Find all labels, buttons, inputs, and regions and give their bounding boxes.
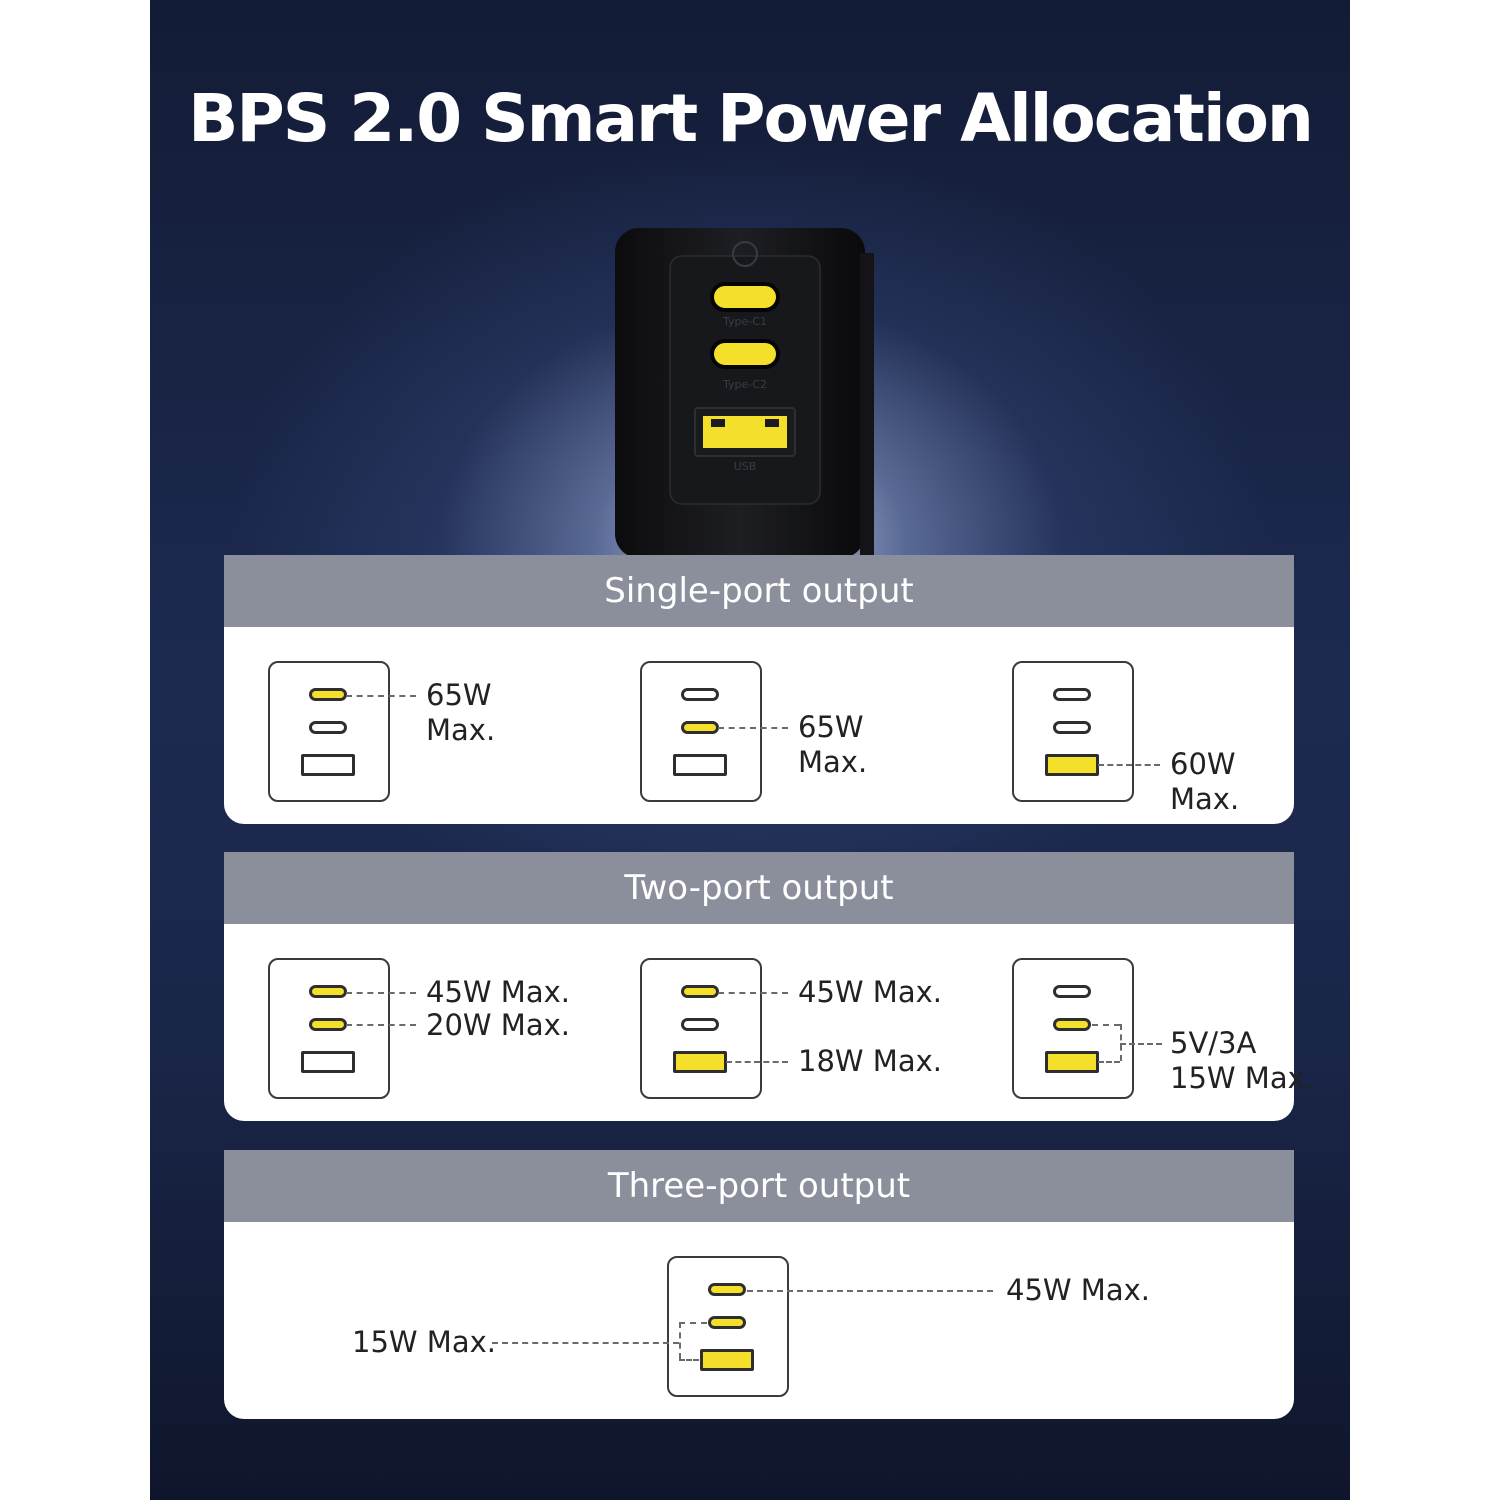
usb-c1-port	[1053, 985, 1091, 998]
port-diagram-c2-usb	[1012, 958, 1134, 1099]
charger-port-usb-label: USB	[734, 460, 757, 473]
usb-c2-port	[681, 1018, 719, 1031]
usb-a-port	[301, 754, 355, 776]
usb-c2-port	[1053, 1018, 1091, 1031]
two-port-title: Two-port output	[224, 852, 1294, 924]
charger-image: Type-C1 Type-C2 USB	[615, 228, 874, 558]
leader-line	[1120, 1043, 1162, 1045]
usb-a-port	[673, 754, 727, 776]
usb-a-port	[673, 1051, 727, 1073]
usb-a-port	[1045, 754, 1099, 776]
leader-line	[346, 992, 416, 994]
leader-line	[346, 1024, 416, 1026]
three-port-title: Three-port output	[224, 1150, 1294, 1222]
usb-c2-port	[1053, 721, 1091, 734]
single-port-panel: Single-port output 65W Max. 65W Max.	[224, 555, 1294, 824]
two-combo2-usb: 18W Max.	[798, 1044, 942, 1078]
single-c2-max: Max.	[798, 745, 868, 779]
single-usb-max: Max.	[1170, 782, 1240, 816]
port-diagram-c2	[640, 661, 762, 802]
charger-port-c1-label: Type-C1	[722, 315, 767, 328]
leader-line	[1098, 1061, 1120, 1063]
charger-port-c2-label: Type-C2	[722, 378, 767, 391]
port-diagram-usb	[1012, 661, 1134, 802]
port-diagram-c1	[268, 661, 390, 802]
single-c1-watt: 65W	[426, 678, 492, 712]
usb-c1-port	[681, 985, 719, 998]
three-c1-label: 45W Max.	[1006, 1273, 1150, 1307]
usb-a-port	[1045, 1051, 1099, 1073]
usb-c1-port	[309, 688, 347, 701]
leader-line	[1098, 764, 1160, 766]
port-diagram-c1-c2	[268, 958, 390, 1099]
single-c2-watt: 65W	[798, 710, 864, 744]
two-combo1-c1: 45W Max.	[426, 975, 570, 1009]
leader-line	[492, 1342, 679, 1344]
usb-c2-port	[309, 721, 347, 734]
usb-c1-port	[681, 688, 719, 701]
single-usb-watt: 60W	[1170, 747, 1236, 781]
two-combo3-volt: 5V/3A	[1170, 1026, 1257, 1060]
leader-line	[726, 1061, 788, 1063]
leader-line	[718, 992, 788, 994]
bracket-line	[1120, 1024, 1122, 1061]
two-combo2-c1: 45W Max.	[798, 975, 942, 1009]
port-diagram-all	[667, 1256, 789, 1397]
usb-a-port	[301, 1051, 355, 1073]
product-banner: BPS 2.0 Smart Power Allocation Type-C1 T…	[150, 0, 1350, 1500]
leader-line	[679, 1322, 707, 1324]
usb-c1-port	[708, 1283, 746, 1296]
three-port-panel: Three-port output 45W Max. 15W Max.	[224, 1150, 1294, 1419]
usb-c2-port	[681, 721, 719, 734]
two-combo1-c2: 20W Max.	[426, 1008, 570, 1042]
two-combo3-watt: 15W Max.	[1170, 1061, 1314, 1095]
port-diagram-c1-usb	[640, 958, 762, 1099]
usb-a-port	[700, 1349, 754, 1371]
bracket-line	[679, 1322, 681, 1359]
three-shared-label: 15W Max.	[352, 1325, 496, 1359]
two-port-panel: Two-port output 45W Max. 20W Max. 45W Ma…	[224, 852, 1314, 1121]
leader-line	[679, 1359, 699, 1361]
leader-line	[346, 695, 416, 697]
usb-c2-port	[708, 1316, 746, 1329]
headline: BPS 2.0 Smart Power Allocation	[188, 80, 1314, 157]
usb-c1-port	[309, 985, 347, 998]
leader-line	[718, 727, 788, 729]
usb-c2-port	[309, 1018, 347, 1031]
single-c1-max: Max.	[426, 713, 496, 747]
leader-line	[1092, 1024, 1120, 1026]
single-port-title: Single-port output	[224, 555, 1294, 627]
usb-c1-port	[1053, 688, 1091, 701]
leader-line	[747, 1290, 993, 1292]
